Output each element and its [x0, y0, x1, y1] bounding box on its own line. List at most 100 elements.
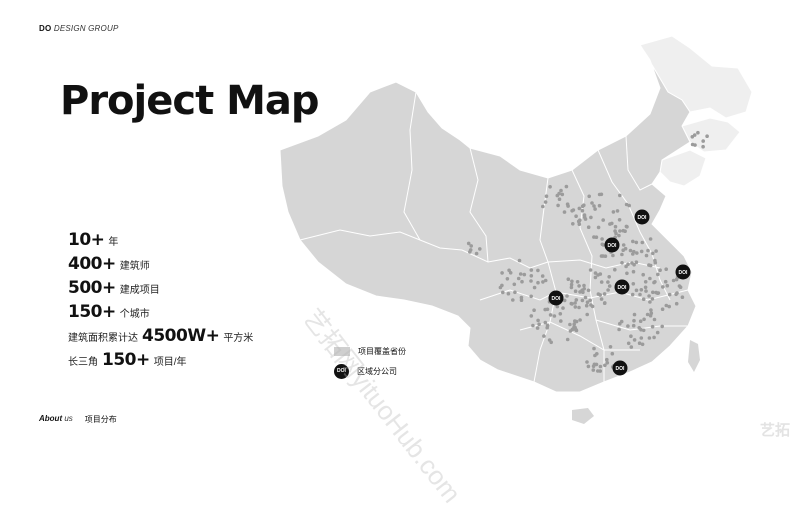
- about-us[interactable]: About us: [39, 414, 73, 425]
- province-borders: [299, 91, 689, 383]
- project-dot: [511, 298, 515, 302]
- project-dot: [631, 269, 636, 274]
- legend-branch-row: DOI 区域分公司: [334, 361, 406, 381]
- project-dot: [574, 298, 579, 302]
- project-dot: [545, 325, 549, 330]
- project-dot: [646, 248, 650, 253]
- project-dot: [705, 134, 709, 138]
- project-dot: [586, 364, 591, 369]
- project-dot: [632, 338, 637, 342]
- project-dot: [630, 261, 634, 265]
- stat-number: 500+: [68, 278, 116, 298]
- stat-area: 建筑面积累计达 4500W+ 平方米: [68, 326, 253, 350]
- project-dot: [639, 288, 644, 292]
- project-dot: [599, 254, 604, 258]
- project-dot: [568, 322, 572, 327]
- branch-marker[interactable]: [614, 279, 630, 295]
- project-dot: [593, 275, 598, 280]
- project-dot: [648, 237, 653, 241]
- project-dot: [564, 184, 569, 189]
- project-dot: [570, 279, 574, 284]
- branch-marker[interactable]: [548, 290, 564, 306]
- stat-suffix: 平方米: [223, 333, 254, 344]
- project-dot: [653, 258, 657, 263]
- project-dot: [644, 253, 649, 258]
- branch-marker[interactable]: [634, 209, 650, 225]
- project-dot: [667, 304, 671, 309]
- about-rest: us: [64, 414, 73, 423]
- project-dot: [640, 342, 645, 347]
- branch-icon: DOI: [334, 363, 349, 379]
- project-dot: [632, 249, 636, 254]
- project-dot: [598, 364, 603, 369]
- covered-swatch: [334, 346, 350, 356]
- project-dot: [638, 319, 643, 324]
- project-dot: [582, 215, 587, 220]
- project-dot: [641, 272, 645, 277]
- project-dot: [623, 229, 627, 233]
- project-dot: [513, 290, 517, 295]
- project-dot: [664, 267, 668, 272]
- page-title: Project Map: [60, 78, 320, 124]
- project-dot: [544, 194, 549, 198]
- project-dot: [658, 268, 662, 273]
- project-dot: [651, 251, 655, 256]
- project-dot: [617, 233, 621, 238]
- legend-branch-label: 区域分公司: [357, 366, 397, 376]
- project-dot: [621, 243, 626, 247]
- project-dot: [548, 185, 552, 189]
- project-dot: [559, 319, 563, 323]
- project-dot: [660, 307, 665, 312]
- project-dot: [650, 324, 655, 329]
- project-dot: [547, 338, 552, 342]
- project-dot: [690, 142, 695, 147]
- project-dot: [635, 251, 639, 255]
- project-dot: [596, 292, 601, 296]
- project-dot: [651, 290, 655, 295]
- project-dot: [649, 308, 653, 312]
- project-dot: [605, 357, 609, 362]
- project-dot: [611, 210, 616, 214]
- branch-marker[interactable]: [675, 264, 691, 280]
- branch-marker[interactable]: [604, 237, 620, 253]
- project-dot: [569, 285, 574, 290]
- project-dot: [520, 279, 524, 284]
- project-dot: [566, 204, 570, 208]
- project-dot: [577, 284, 581, 288]
- project-dot: [529, 274, 534, 278]
- project-dot: [569, 282, 574, 287]
- project-dot: [631, 282, 636, 286]
- project-dot: [644, 289, 648, 293]
- project-dot: [690, 135, 695, 139]
- project-dot: [618, 229, 622, 233]
- project-dot: [512, 282, 517, 287]
- stat-number: 150+: [68, 302, 116, 322]
- project-dot: [634, 240, 639, 245]
- project-dot: [571, 222, 575, 226]
- project-dot: [637, 341, 642, 346]
- project-dot: [562, 210, 567, 214]
- project-dot: [574, 328, 578, 332]
- stat-years: 10+ 年: [68, 230, 253, 254]
- project-dot: [603, 254, 608, 258]
- project-dot: [648, 300, 652, 304]
- project-dot: [585, 312, 589, 317]
- project-dot: [661, 285, 665, 289]
- project-dot: [632, 312, 637, 317]
- project-dot: [469, 244, 474, 248]
- project-dot: [613, 267, 617, 272]
- project-dot: [654, 290, 658, 295]
- branch-marker[interactable]: [612, 360, 628, 376]
- project-dot: [468, 250, 472, 254]
- project-dot: [593, 271, 598, 275]
- project-dot: [531, 323, 535, 328]
- stat-number: 150+: [102, 350, 150, 370]
- corner-logo: 艺拓: [759, 422, 790, 439]
- brand-rest: DESIGN GROUP: [53, 24, 119, 33]
- project-dot: [589, 303, 593, 307]
- project-dot: [591, 364, 596, 369]
- project-dot: [577, 206, 582, 211]
- project-dot: [557, 197, 562, 201]
- project-dot: [478, 247, 482, 251]
- project-dot: [548, 313, 553, 317]
